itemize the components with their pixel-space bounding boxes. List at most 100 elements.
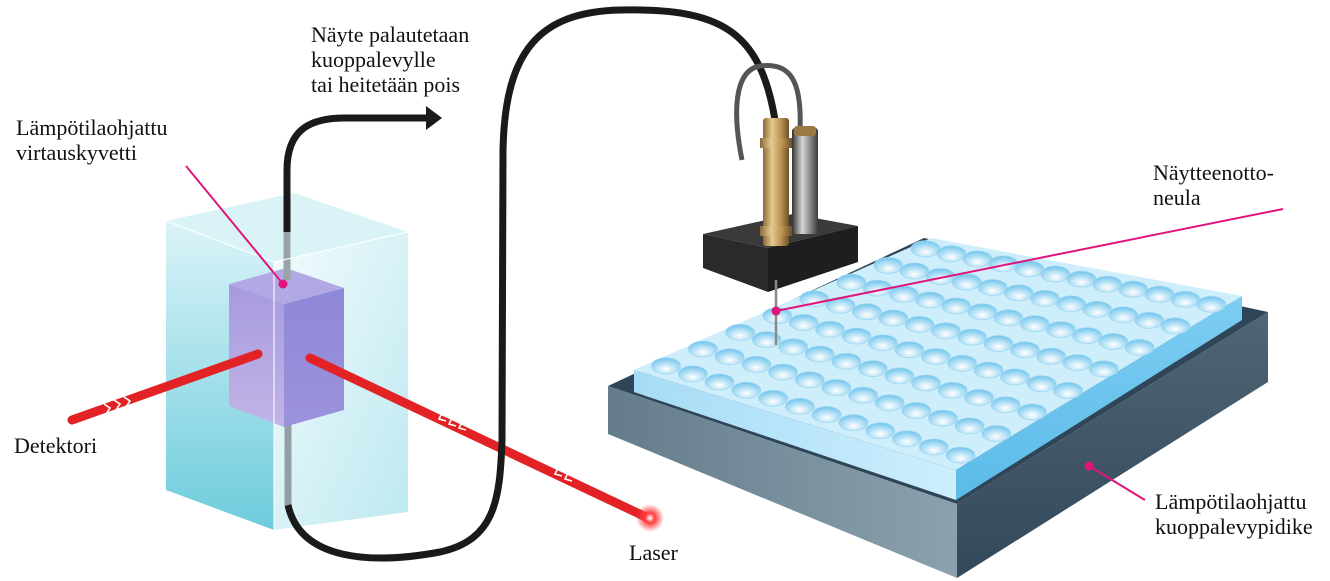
well	[937, 381, 968, 399]
well	[1082, 300, 1112, 318]
label-sample-return-line-3: tai heitetään pois	[311, 72, 461, 97]
well	[704, 373, 735, 391]
sample-tube-loop	[284, 6, 779, 562]
brass-fitting-ring	[760, 138, 792, 148]
well	[815, 320, 845, 338]
well	[1053, 382, 1083, 399]
holder-right	[957, 312, 1268, 578]
label-detector: Detektori	[14, 433, 98, 458]
well	[941, 297, 971, 315]
well	[930, 322, 961, 340]
pointer-holder	[1088, 465, 1146, 501]
well	[878, 309, 909, 327]
well	[967, 303, 998, 321]
well	[1026, 375, 1057, 393]
well	[868, 334, 898, 352]
well	[778, 338, 809, 356]
well	[1108, 306, 1139, 324]
steel-fitting	[792, 128, 818, 234]
laser-beam-chevrons	[437, 412, 573, 482]
well	[901, 402, 932, 419]
brass-fitting	[763, 118, 789, 246]
well	[1017, 403, 1047, 421]
pointer-holder-dot	[1084, 461, 1094, 471]
label-flow-cuvette: Lämpötilaohjattu virtauskyvetti	[16, 115, 168, 165]
label-flow-cuvette-line-1: Lämpötilaohjattu	[16, 115, 168, 140]
well	[725, 323, 755, 341]
well	[993, 309, 1024, 327]
well	[741, 355, 772, 373]
well	[936, 245, 967, 263]
well	[1030, 289, 1060, 307]
well	[1134, 311, 1165, 329]
well	[688, 340, 718, 358]
well	[947, 354, 978, 372]
laser-beam	[305, 353, 653, 523]
return-tube	[283, 114, 430, 232]
well	[1072, 327, 1102, 345]
well	[788, 314, 819, 331]
well	[768, 363, 798, 381]
well	[751, 331, 782, 349]
well	[1088, 360, 1119, 378]
well	[904, 315, 935, 333]
well	[1066, 270, 1097, 288]
well	[957, 328, 987, 346]
well	[714, 348, 745, 366]
label-needle-line-2: neula	[1153, 185, 1201, 210]
sampler-block-side	[768, 226, 858, 292]
well	[1118, 280, 1149, 298]
label-plate-holder-line-1: Lämpötilaohjattu	[1155, 489, 1307, 514]
well	[758, 389, 788, 407]
label-plate-holder: Lämpötilaohjattu kuoppalevypidike	[1155, 489, 1313, 539]
well	[1000, 368, 1030, 386]
plate-front	[634, 370, 956, 500]
well	[1014, 260, 1045, 278]
well	[1036, 347, 1066, 365]
well	[925, 268, 956, 285]
label-sample-return-line-1: Näyte palautetaan	[311, 22, 470, 47]
sample-tube-grey	[734, 62, 803, 161]
pointer-cuvette-dot	[278, 279, 288, 289]
well	[1098, 333, 1129, 350]
well	[928, 409, 958, 427]
well	[841, 327, 872, 345]
well	[852, 303, 882, 321]
label-plate-holder-line-2: kuoppalevypidike	[1155, 514, 1313, 539]
sampler-head	[703, 118, 858, 345]
well	[945, 446, 976, 464]
well	[836, 273, 867, 291]
sampler-block-front	[703, 234, 768, 292]
well	[951, 273, 982, 291]
label-laser: Laser	[629, 540, 678, 565]
well	[964, 389, 994, 406]
detector-beam-chevrons	[103, 396, 132, 415]
steel-fitting-cap	[794, 126, 816, 136]
well	[918, 438, 949, 456]
laser-source-glow	[636, 504, 664, 532]
well	[831, 352, 862, 370]
well	[857, 360, 888, 378]
well	[677, 365, 708, 383]
well	[811, 406, 842, 423]
brass-fitting-ring-lower	[760, 226, 792, 236]
well	[1124, 338, 1155, 356]
pointer-needle	[775, 208, 1284, 312]
well	[977, 279, 1008, 296]
well	[784, 397, 815, 415]
well	[910, 240, 941, 258]
well	[888, 285, 919, 303]
well	[874, 394, 905, 412]
well	[894, 341, 925, 359]
label-flow-cuvette-line-2: virtauskyvetti	[16, 140, 137, 165]
flow-cuvette-assembly	[67, 193, 664, 532]
well	[920, 348, 951, 365]
label-needle: Näytteenotto- neula	[1153, 160, 1274, 210]
detector-beam	[67, 349, 263, 425]
well	[1196, 295, 1226, 313]
label-sample-return-line-2: kuoppalevylle	[311, 47, 436, 72]
well	[1040, 265, 1071, 283]
well	[899, 262, 930, 280]
well	[1009, 341, 1040, 359]
